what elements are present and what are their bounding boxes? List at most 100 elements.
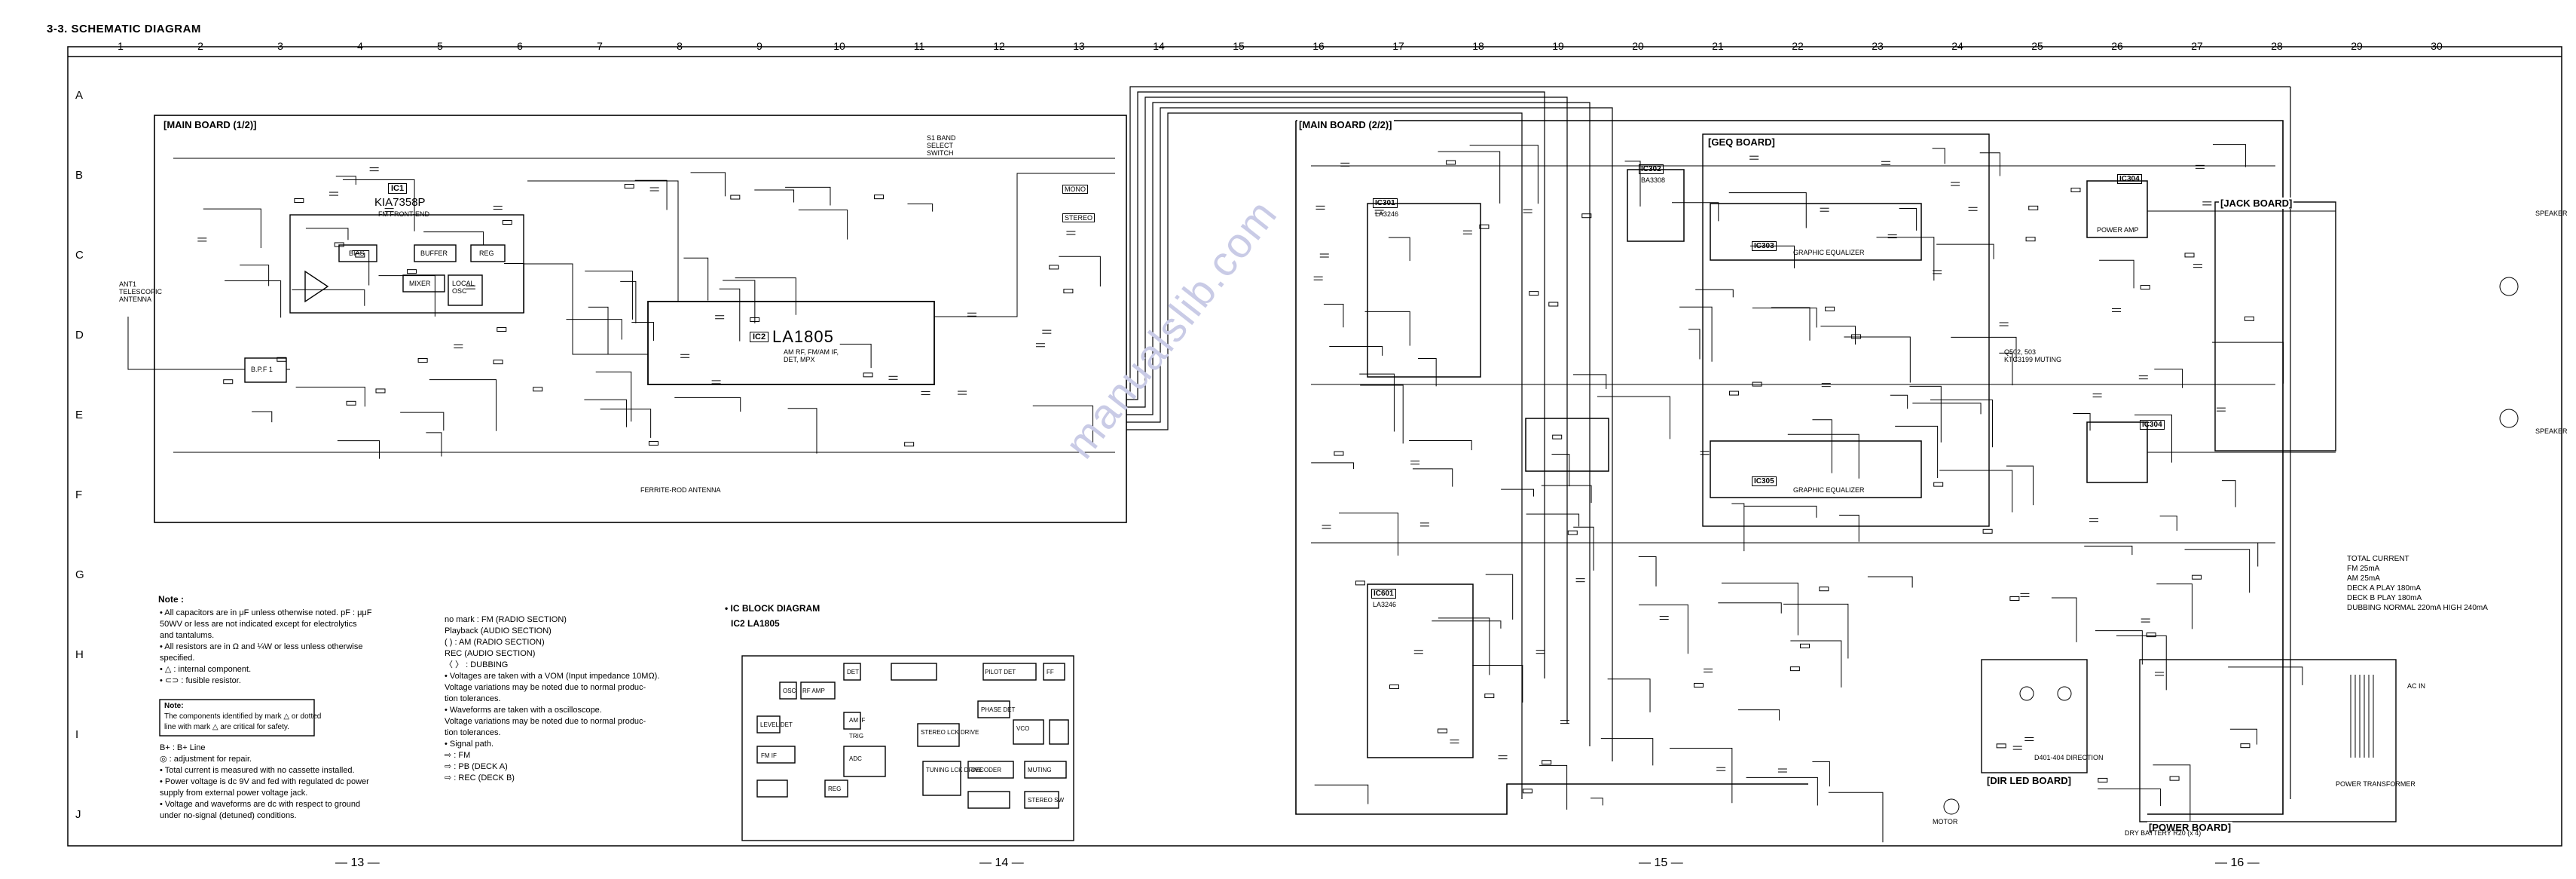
note-line: • △ : internal component. [160,665,252,674]
wire [2098,777,2108,783]
wire [2229,728,2257,745]
wire [620,280,637,323]
wire [2025,237,2036,242]
column-number: 22 [1792,40,1804,52]
wire [342,179,415,231]
page-number-13: — 13 — [335,856,380,869]
wire [1311,462,1354,470]
wire [798,209,848,240]
wire [2140,285,2150,290]
note-line: specified. [160,654,195,663]
ic-block-label: PHASE DET [981,706,1016,713]
wire [1912,403,1982,415]
wire [1820,326,1856,345]
row-letter: G [75,568,84,581]
wire [346,400,356,406]
mode-line: ( ) : AM (RADIO SECTION) [445,638,545,647]
band-switch-label: S1 BAND SELECT SWITCH [927,134,956,157]
wire [2095,630,2143,665]
wire [1059,256,1101,286]
column-number: 12 [993,40,1005,52]
wire [225,280,282,318]
wire [754,189,795,203]
wire [1789,666,1800,672]
wire [683,257,709,301]
wire [1469,145,1539,204]
ic-block-label: MUTING [1028,767,1052,773]
wire [1607,678,1651,712]
wire [1737,709,1780,721]
notes-title: Note : [158,594,184,605]
column-number: 8 [677,40,683,52]
wire [355,253,365,258]
total-current-line: DECK B PLAY 180mA [2347,594,2422,602]
wire [1522,789,1532,794]
column-number: 15 [1233,40,1245,52]
wire [719,288,741,341]
mode-line: Voltage variations may be noted due to n… [445,717,646,726]
column-number: 18 [1472,40,1484,52]
ic-block-label: FF [1047,669,1054,675]
wire [1472,664,1523,703]
safety-note-line: The components identified by mark △ or d… [164,712,322,721]
mode-line: • Signal path. [445,740,494,749]
wire [2099,259,2134,289]
wire [2073,413,2091,431]
bpf-label: B.P.F 1 [251,366,273,373]
wire [2228,666,2303,685]
wire [295,386,365,407]
wire [1638,556,1657,587]
ic2-body [647,301,935,385]
wire [624,184,634,189]
page-number-15: — 15 — [1639,856,1683,869]
stereo-label: STEREO [1062,213,1095,222]
main-board-2-label: [MAIN BOARD (2/2)] [1297,119,1394,130]
wire [240,265,270,286]
mode-line: Playback (AUDIO SECTION) [445,626,552,636]
total-current-title: TOTAL CURRENT [2347,555,2409,563]
row-letter: F [75,489,83,501]
wire [1388,237,1410,262]
wire [2084,545,2133,556]
wire [1787,433,1859,479]
wire [524,263,648,355]
row-letter: I [75,728,79,741]
wire [2028,205,2039,210]
power-board-label: [POWER BOARD] [2147,822,2233,833]
wire [1484,694,1495,699]
wire [1933,482,1944,487]
wire [2499,409,2519,428]
ic2-desc: AM RF, FM/AM IF, DET, MPX [784,348,839,363]
safety-note: Note: The components identified by mark … [164,701,321,733]
wire [502,220,512,225]
wire [1828,792,1884,843]
wire [2154,369,2183,388]
wire [1573,526,1594,571]
wire [1731,503,1745,552]
column-number: 14 [1153,40,1165,52]
wire [1899,208,1917,231]
wire [2159,516,2177,531]
speaker-r-label: SPEAKER [2535,427,2568,435]
wire [787,408,817,454]
wire [1438,151,1501,204]
row-letter: A [75,89,84,102]
wire [127,317,166,370]
ic1-name: IC1 [388,183,408,194]
row-letter: J [75,808,81,821]
column-number: 16 [1312,40,1325,52]
mode-line: Voltage variations may be noted due to n… [445,683,646,692]
wire [1890,394,1908,409]
wire [1979,152,2000,176]
wire [1783,603,1849,659]
ic1-block [289,214,524,314]
wire [2057,686,2072,701]
battery-label: DRY BATTERY R20 (x 4) [2125,829,2202,837]
ic2-part: LA1805 [772,327,834,346]
wire [1049,265,1059,270]
ic-block-label: TUNING LCK DRIVE [926,767,983,773]
ic-block-label: STEREO LCK DRIVE [921,729,979,736]
wire [497,327,507,332]
column-number: 6 [517,40,523,52]
